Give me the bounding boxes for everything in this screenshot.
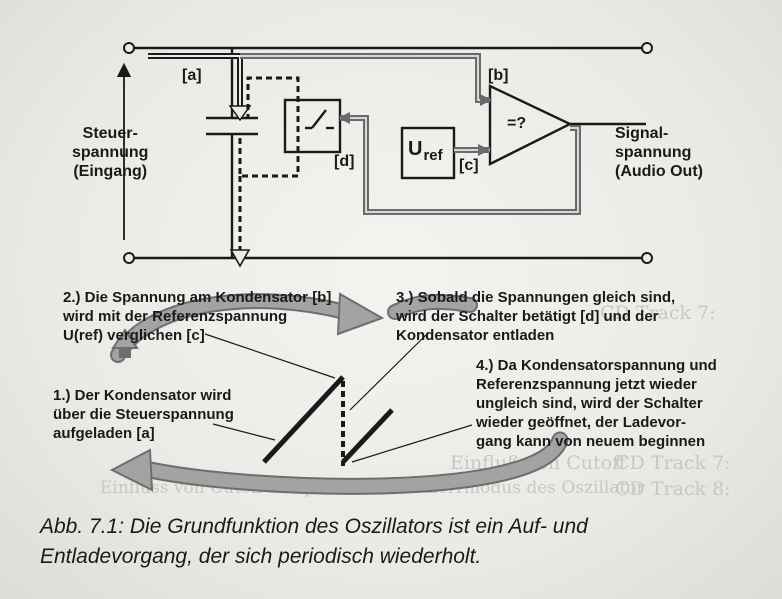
step-3-text: 3.) Sobald die Spannungen gleich sind, w… [396, 289, 676, 344]
terminal-out-bottom [641, 252, 653, 264]
input-voltage-label: Steuer- spannung (Eingang) [72, 125, 149, 180]
bleed-text: CD Track 7: [615, 452, 731, 474]
uref-label: Uref [408, 138, 443, 164]
process-arrow-top [110, 292, 478, 363]
path-a-arrowhead [228, 105, 252, 122]
small-arrow-left [111, 328, 139, 358]
comparator-label: =? [507, 115, 527, 132]
discharge-path [238, 76, 300, 178]
pointer-1 [212, 423, 276, 441]
uref-sub: ref [423, 147, 443, 164]
caption-line-2: Entladevorgang, der sich periodisch wied… [40, 545, 482, 568]
output-signal-label: Signal- spannung (Audio Out) [615, 125, 703, 180]
saw-ramp-1 [262, 375, 345, 464]
tag-c: [c] [459, 157, 479, 174]
process-arrow-loop [109, 431, 569, 495]
caption-line-1: Abb. 7.1: Die Grundfunktion des Oszillat… [40, 515, 588, 538]
path-b-arrowhead [480, 94, 492, 106]
step-4-text: 4.) Da Kondensatorspannung und Referenzs… [476, 357, 717, 450]
tag-b: [b] [488, 67, 509, 84]
pointer-2 [204, 333, 336, 379]
figure-caption: Abb. 7.1: Die Grundfunktion des Oszillat… [40, 512, 588, 572]
uref-main: U [408, 138, 423, 160]
step-1-text: 1.) Der Kondensator wird über die Steuer… [53, 387, 234, 442]
switch-box [283, 98, 342, 154]
terminal-out-top [641, 42, 653, 54]
terminal-in-top [123, 42, 135, 54]
step-2-text: 2.) Die Spannung am Kondensator [b] wird… [63, 289, 332, 344]
path-c-arrowhead [478, 144, 490, 156]
discharge-arrowhead [229, 249, 251, 268]
comparator [488, 84, 573, 166]
path-d-arrowhead [338, 112, 350, 124]
pointer-3 [349, 334, 427, 411]
terminal-in-bottom [123, 252, 135, 264]
bleed-text: CD Track 7: [600, 302, 716, 324]
pointer-4 [351, 424, 473, 463]
bleed-text: CD Track 8: [615, 478, 731, 500]
saw-ramp-2 [341, 408, 394, 464]
tag-d: [d] [334, 153, 355, 170]
tag-a: [a] [182, 67, 202, 84]
